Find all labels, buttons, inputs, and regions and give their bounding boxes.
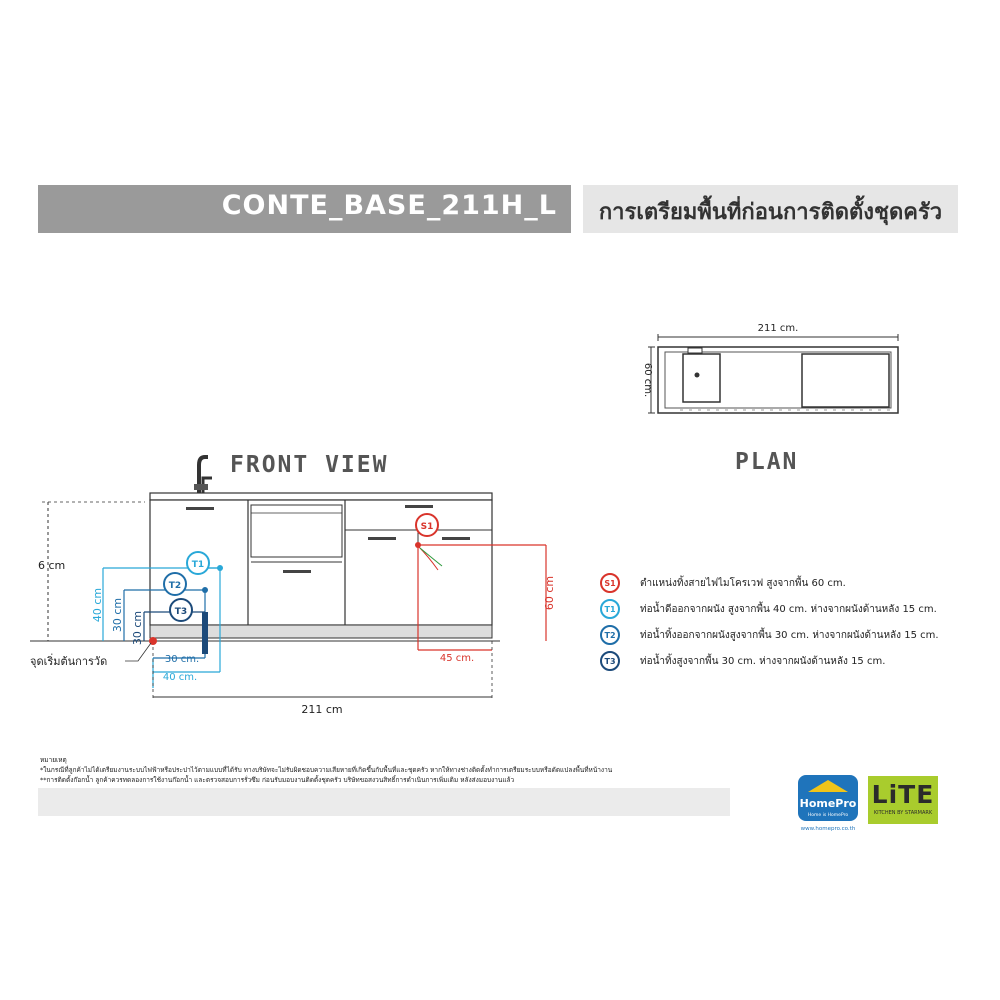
s1-marker [415, 513, 439, 537]
svg-text:www.homepro.co.th: www.homepro.co.th [801, 826, 856, 832]
svg-text:T3: T3 [175, 607, 187, 617]
bottom-30-label: 30 cm. [165, 654, 199, 665]
faucet-icon [687, 347, 703, 354]
notes-line: **การติดตั้งก๊อกน้ำ ลูกค้าควรทดลองการใช้… [40, 776, 515, 784]
lite-name: LiTE [871, 780, 935, 809]
door-handle [186, 507, 214, 510]
drain-pipe [202, 612, 208, 654]
legend-item-s1: S1 ตำแหน่งทิ้งสายไฟไมโครเวฟ สูงจากพื้น 6… [600, 573, 990, 597]
model-code: CONTE_BASE_211H_L [221, 190, 557, 221]
t2-marker [163, 572, 187, 596]
cooktop-area [801, 353, 890, 408]
legend-item-t2: T2 ท่อน้ำทิ้งออกจากผนังสูงจากพื้น 30 cm.… [600, 625, 990, 649]
t2-badge: T2 [600, 625, 620, 645]
plan-title: PLAN [735, 449, 799, 475]
bottom-40-label: 40 cm. [163, 672, 197, 683]
notes: หมายเหตุ *ในกรณีที่ลูกค้าไม่ได้เตรียมงาน… [40, 755, 720, 785]
legend-text: ท่อน้ำทิ้งออกจากผนังสูงจากพื้น 30 cm. ห่… [640, 630, 939, 641]
front-view: 6 cm T1 40 cm 40 cm. T2 30 cm 30 cm. [30, 455, 556, 716]
faucet-icon [197, 455, 208, 493]
legend-text: ตำแหน่งทิ้งสายไฟไมโครเวฟ สูงจากพื้น 60 c… [640, 578, 846, 589]
section-title-bar: การเตรียมพื้นที่ก่อนการติดตั้งชุดครัว [583, 185, 958, 233]
footer-bar [38, 788, 730, 816]
homepro-logo: HomePro Home is HomePro www.homepro.co.t… [798, 775, 858, 832]
legend-text: ท่อน้ำทิ้งสูงจากพื้น 30 cm. ห่างจากผนังด… [640, 656, 886, 667]
t1-marker [186, 551, 210, 575]
svg-text:Home is HomePro: Home is HomePro [808, 812, 848, 818]
svg-text:S1: S1 [421, 522, 434, 532]
t3-badge: T3 [600, 651, 620, 671]
svg-text:HomePro: HomePro [800, 797, 857, 810]
t1-badge: T1 [600, 599, 620, 619]
legend-text: ท่อน้ำดีออกจากผนัง สูงจากพื้น 40 cm. ห่า… [640, 604, 937, 615]
model-title-bar: CONTE_BASE_211H_L [38, 185, 571, 233]
plan-view: 211 cm. 60 cm. [642, 323, 899, 414]
origin-label: จุดเริ่มต้นการวัด [30, 653, 107, 668]
dim-30a-label: 30 cm [111, 598, 124, 632]
total-211-label: 211 cm [301, 703, 342, 716]
plan-width-label: 211 cm. [758, 323, 799, 334]
notes-line: *ในกรณีที่ลูกค้าไม่ได้เตรียมงานระบบไฟฟ้า… [40, 766, 613, 774]
t3-marker [169, 598, 193, 622]
lite-logo: LiTE KITCHEN BY STARMARK [868, 776, 938, 824]
dim-45-label: 45 cm. [440, 653, 474, 664]
legend-item-t3: T3 ท่อน้ำทิ้งสูงจากพื้น 30 cm. ห่างจากผน… [600, 651, 990, 675]
front-view-title: FRONT VIEW [230, 452, 389, 478]
height-6-label: 6 cm [38, 559, 65, 572]
dim-60-label: 60 cm [543, 576, 556, 610]
countertop [149, 492, 493, 501]
svg-text:T2: T2 [169, 581, 181, 591]
sink-bowl [682, 353, 721, 403]
notes-heading: หมายเหตุ [40, 756, 67, 764]
dim-30b-label: 30 cm [131, 611, 144, 645]
legend-item-t1: T1 ท่อน้ำดีออกจากผนัง สูงจากพื้น 40 cm. … [600, 599, 990, 623]
s1-badge: S1 [600, 573, 620, 593]
drain-icon [694, 372, 700, 378]
plan-depth-label: 60 cm. [642, 363, 653, 397]
page-title: การเตรียมพื้นที่ก่อนการติดตั้งชุดครัว [598, 200, 943, 225]
svg-text:T1: T1 [192, 560, 204, 570]
lite-subtitle: KITCHEN BY STARMARK [873, 810, 933, 816]
dim-40-label: 40 cm [91, 588, 104, 622]
